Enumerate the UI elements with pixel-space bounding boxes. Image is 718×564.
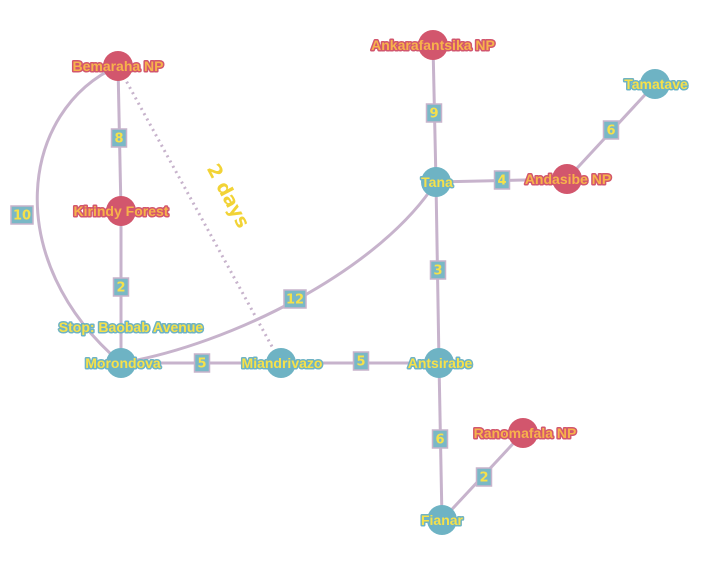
edge-labels-layer: 8 2 10 5 5 12 3 6 2 9 4 6 [10, 103, 620, 487]
edge-label-antsirabe-fianar: 6 [435, 433, 444, 448]
node-label-tamatave: Tamatave [624, 76, 688, 92]
node-label-kirindy: Kirindy Forest [74, 203, 169, 219]
edge-label-box-tana-andasibe [493, 170, 511, 190]
stop-baobab-avenue-label: Stop: Baobab Avenue [59, 319, 204, 335]
edge-bemaraha-miandrivazo [116, 65, 283, 364]
edge-label-box-bemaraha-kirindy [110, 128, 128, 148]
edge-label-tana-antsirabe: 3 [433, 264, 442, 279]
edge-bemaraha-morondova [35, 64, 122, 365]
edge-label-box-bemaraha-morondova [10, 205, 34, 225]
node-label-tana: Tana [421, 174, 453, 190]
edge-label-kirindy-morondova: 2 [116, 281, 125, 296]
node-tana [421, 167, 451, 197]
edge-label-andasibe-tamatave: 6 [606, 124, 615, 139]
edge-label-box-miandrivazo-antsirabe [352, 351, 370, 371]
two-days-annotation: 2 days [202, 160, 254, 232]
edge-label-bemaraha-morondova: 10 [13, 209, 31, 224]
node-label-ankarafantsika: Ankarafantsika NP [371, 37, 495, 53]
node-andasibe [552, 164, 582, 194]
edge-label-miandrivazo-antsirabe: 5 [356, 355, 365, 370]
node-label-morondova: Morondova [85, 355, 161, 371]
edge-label-morondova-miandrivazo: 5 [197, 357, 206, 372]
node-label-fianar: Fianar [421, 512, 464, 528]
edge-label-box-kirindy-morondova [112, 277, 130, 297]
node-bemaraha [103, 51, 133, 81]
node-label-andasibe: Andasibe NP [525, 171, 611, 187]
node-label-antsirabe: Antsirabe [408, 355, 473, 371]
node-fianar [427, 505, 457, 535]
edge-label-tana-andasibe: 4 [497, 174, 506, 189]
edge-label-box-ankarafantsika-tana [425, 103, 443, 123]
node-label-ranomafana: Ranomafala NP [474, 425, 577, 441]
edge-label-box-fianar-ranomafana [475, 467, 493, 487]
edge-label-box-antsirabe-fianar [431, 429, 449, 449]
node-ankarafantsika [418, 30, 448, 60]
edge-label-fianar-ranomafana: 2 [479, 471, 488, 486]
node-morondova [106, 348, 136, 378]
edge-label-box-andasibe-tamatave [602, 120, 620, 140]
node-kirindy [106, 196, 136, 226]
edge-label-box-morondova-miandrivazo [193, 353, 211, 373]
edge-label-box-tana-antsirabe [429, 260, 447, 280]
node-label-bemaraha: Bemaraha NP [72, 58, 163, 74]
node-antsirabe [424, 348, 454, 378]
edge-label-ankarafantsika-tana: 9 [429, 107, 438, 122]
edges-layer [35, 44, 657, 522]
nodes-layer [103, 30, 670, 535]
edge-label-box-morondova-tana [283, 289, 307, 309]
node-tamatave [640, 69, 670, 99]
node-ranomafana [508, 418, 538, 448]
edge-label-morondova-tana: 12 [286, 293, 304, 308]
node-miandrivazo [266, 348, 296, 378]
edge-label-bemaraha-kirindy: 8 [114, 132, 123, 147]
node-label-miandrivazo: Miandrivazo [242, 355, 323, 371]
